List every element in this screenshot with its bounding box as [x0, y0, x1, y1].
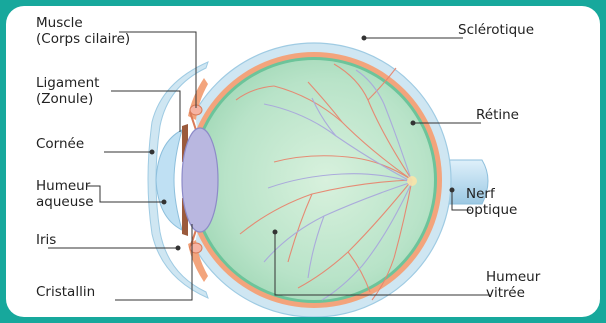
label-sclerotique: Sclérotique: [458, 22, 534, 38]
label-cornee: Cornée: [36, 136, 84, 152]
label-iris: Iris: [36, 232, 56, 248]
lens: [182, 128, 218, 232]
label-ligament: Ligament(Zonule): [36, 75, 99, 107]
diagram-panel: Muscle(Corps cilaire) Ligament(Zonule) C…: [6, 6, 600, 317]
label-muscle: Muscle(Corps cilaire): [36, 15, 130, 47]
vitreous-body: [194, 60, 434, 300]
label-retine: Rétine: [476, 107, 519, 123]
label-cristallin: Cristallin: [36, 284, 95, 300]
optic-disc: [407, 176, 417, 186]
